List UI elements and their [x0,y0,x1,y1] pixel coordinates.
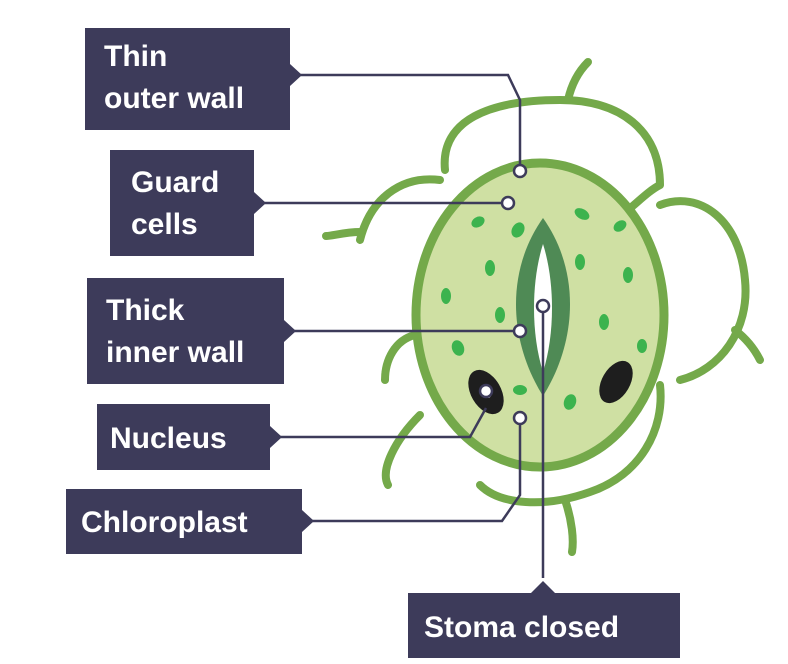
leader-line-nucleus [278,407,488,439]
epidermal-cell-bottom-left [381,411,424,489]
label-thin-outer-wall-line2: outer wall [104,82,244,115]
endpoint-nucleus [478,383,494,399]
epidermal-cell-left [356,175,444,244]
epidermal-cells [322,58,764,556]
epidermal-hair-left [322,228,364,240]
label-thick-inner-wall: Thick inner wall [87,278,296,384]
label-thick-inner-wall-line1: Thick [106,294,185,327]
chloroplasts [441,208,647,410]
label-thick-inner-wall-line2: inner wall [106,336,244,369]
label-chloroplast: Chloroplast [66,489,314,554]
chloroplast [637,339,647,353]
label-thin-outer-wall: Thin outer wall [85,28,302,130]
chloroplast [451,340,465,356]
label-nucleus-text: Nucleus [110,422,227,455]
endpoint-thick-inner-wall [512,323,528,339]
epidermal-cell-left-lower [381,331,419,384]
leader-line-thin-outer-wall [298,73,522,168]
endpoint-thin-outer-wall [512,163,528,179]
epidermal-hair-bottom [561,496,577,556]
leader-endpoints [478,163,551,426]
epidermal-cell-bottom-right [476,381,665,507]
chloroplast [574,208,590,220]
epidermal-cell-top [440,96,664,214]
label-guard-cells-line1: Guard [131,166,219,199]
label-stoma-closed: Stoma closed [408,581,680,658]
chloroplast [575,254,585,270]
chloroplast [599,314,609,330]
label-guard-cells: Guard cells [110,150,266,256]
chloroplast [513,385,527,395]
nucleus-right [599,360,633,404]
chloroplast [495,307,505,323]
epidermal-hair-top [564,58,592,104]
endpoint-guard-cells [500,195,516,211]
chloroplast [441,288,451,304]
epidermal-hair-right [731,326,764,364]
chloroplast [613,220,627,232]
chloroplast [623,267,633,283]
chloroplast [511,222,525,238]
label-thin-outer-wall-line1: Thin [104,40,167,73]
epidermal-cell-right [656,197,750,384]
chloroplast [485,260,495,276]
endpoint-chloroplast [512,410,528,426]
leader-lines [262,73,545,578]
leader-line-chloroplast [310,418,522,523]
label-chloroplast-text: Chloroplast [81,506,248,539]
chloroplast [563,394,577,410]
label-nucleus: Nucleus [97,404,282,470]
endpoint-stoma [535,298,551,314]
chloroplast [471,216,485,228]
label-guard-cells-line2: cells [131,208,198,241]
label-stoma-closed-text: Stoma closed [424,611,619,644]
